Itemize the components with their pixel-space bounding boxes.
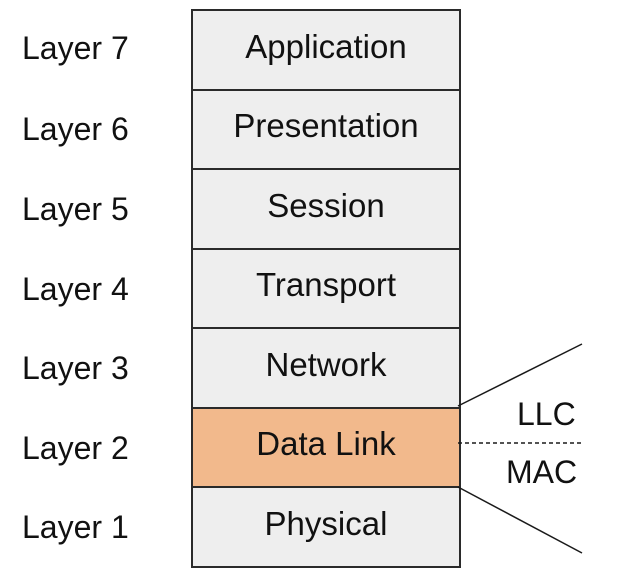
session-layer: Session (193, 170, 459, 250)
layer-2-label: Layer 2 (22, 430, 129, 466)
network-layer: Network (193, 329, 459, 409)
layer-4-label: Layer 4 (22, 271, 129, 307)
presentation-layer: Presentation (193, 90, 459, 170)
layer-stack: Application Presentation Session Transpo… (191, 9, 461, 568)
mac-label: MAC (506, 454, 578, 490)
application-layer: Application (193, 11, 459, 91)
llc-label: LLC (517, 396, 576, 432)
layer-7-label: Layer 7 (22, 30, 129, 66)
transport-layer: Transport (193, 249, 459, 329)
layer-3-label: Layer 3 (22, 350, 129, 386)
layer-1-label: Layer 1 (22, 509, 129, 545)
data-link-layer: Data Link (193, 408, 459, 488)
physical-layer: Physical (193, 488, 459, 568)
layer-5-label: Layer 5 (22, 191, 129, 227)
layer-6-label: Layer 6 (22, 111, 129, 147)
lower-callout-line (457, 486, 583, 554)
